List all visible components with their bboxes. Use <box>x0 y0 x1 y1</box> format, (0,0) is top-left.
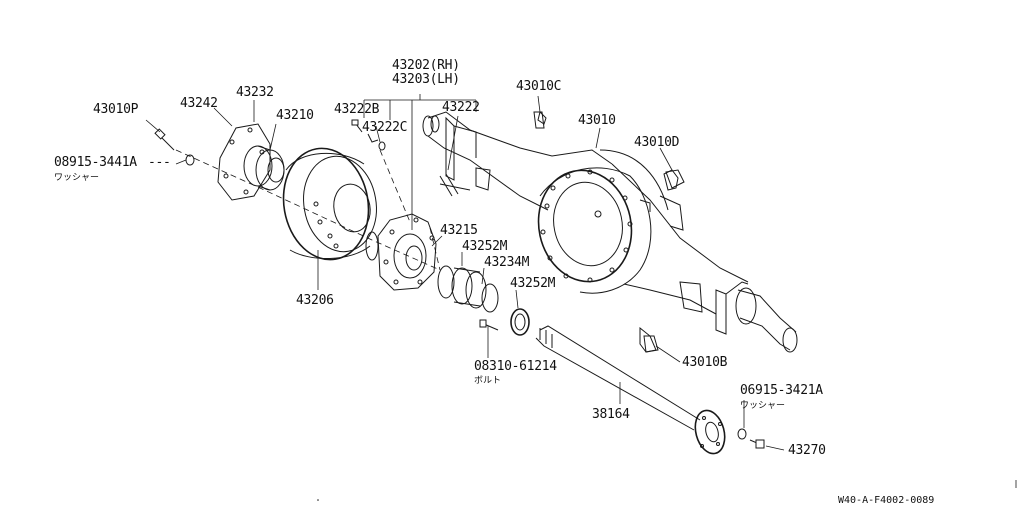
label-43010p: 43010P <box>93 102 139 117</box>
label-43203-lh: 43203(LH) <box>392 72 460 87</box>
label-43010c: 43010C <box>516 79 562 94</box>
label-06915-3421a-sub: ワッシャー <box>740 401 786 411</box>
leader-lines <box>145 94 785 451</box>
label-43210: 43210 <box>276 108 314 123</box>
label-43234m: 43234M <box>484 255 530 270</box>
axle-hub-flange <box>217 123 285 201</box>
label-08915-3441a-sub: ワッシャー <box>54 173 100 183</box>
brake-drum <box>282 147 377 261</box>
label-06915-3421a: 06915-3421A <box>740 383 823 398</box>
label-08310-61214: 08310-61214 <box>474 359 557 374</box>
label-43252m-b: 43252M <box>510 276 556 291</box>
label-43202-rh: 43202(RH) <box>392 58 460 73</box>
label-38164: 38164 <box>592 407 630 422</box>
label-43215: 43215 <box>440 223 478 238</box>
reference-code: W40-A-F4002-0089 <box>838 495 935 506</box>
label-43010: 43010 <box>578 113 616 128</box>
label-43232: 43232 <box>236 85 274 100</box>
wheel-hub <box>365 213 437 291</box>
label-43252m-a: 43252M <box>462 239 508 254</box>
label-43270: 43270 <box>788 443 826 458</box>
label-43010d: 43010D <box>634 135 680 150</box>
label-43206: 43206 <box>296 293 334 308</box>
label-43242: 43242 <box>180 96 218 111</box>
label-08915-3441a: 08915-3441A <box>54 155 137 170</box>
label-43222b: 43222B <box>334 102 380 117</box>
label-43010b: 43010B <box>682 355 728 370</box>
label-43222c: 43222C <box>362 120 408 135</box>
label-08310-61214-sub: ボルト <box>474 376 502 386</box>
label-43222: 43222 <box>442 100 480 115</box>
axle-housing <box>422 111 798 353</box>
bolts-and-washers <box>154 111 765 449</box>
hub-bearings <box>437 265 530 336</box>
assembly-axis <box>175 149 441 271</box>
label-08915-3441a-dash: --- <box>148 155 171 170</box>
axle-shaft <box>535 325 726 455</box>
